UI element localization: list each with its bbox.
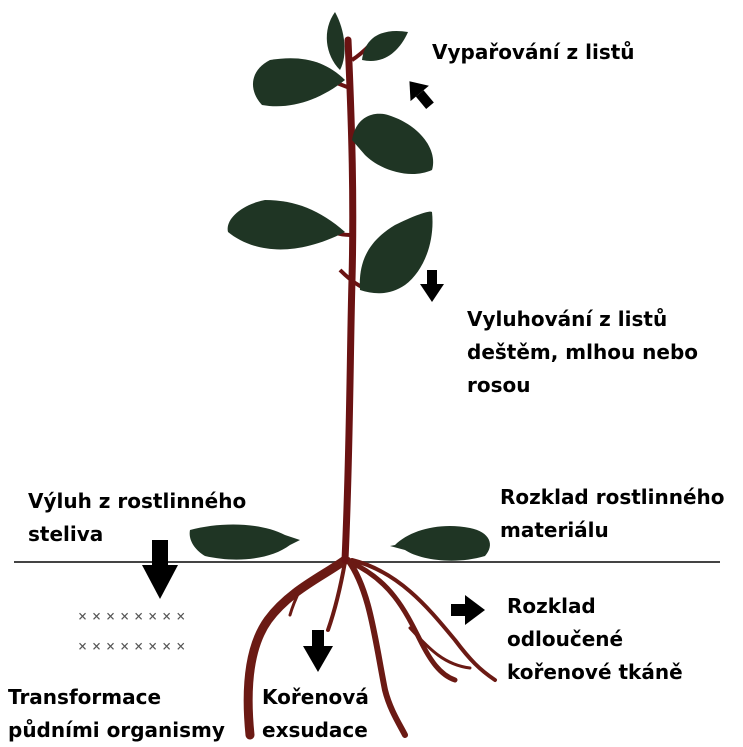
label-transpiration: Vypařování z listů	[432, 36, 635, 69]
soil-organism-marks-row-1: ××××××××	[78, 607, 190, 625]
arrow-transpiration	[400, 73, 439, 113]
label-plant-decomposition: Rozklad rostlinného materiálu	[500, 481, 725, 547]
label-root-exudation: Kořenová exsudace	[262, 681, 369, 747]
arrow-root-exudation	[303, 630, 333, 672]
arrow-root-decomposition	[451, 595, 485, 625]
label-root-decomposition: Rozklad odloučené kořenové tkáně	[507, 590, 683, 689]
soil-organism-marks-row-2: ××××××××	[78, 637, 190, 655]
label-litter-leachate: Výluh z rostlinného steliva	[28, 485, 246, 551]
plant-stem	[345, 40, 353, 560]
label-soil-transformation: Transformace půdními organismy	[8, 681, 225, 747]
arrow-leaching	[420, 270, 444, 302]
label-leaf-leaching: Vyluhování z listů deštěm, mlhou nebo ro…	[467, 303, 698, 402]
leaves	[190, 12, 490, 561]
